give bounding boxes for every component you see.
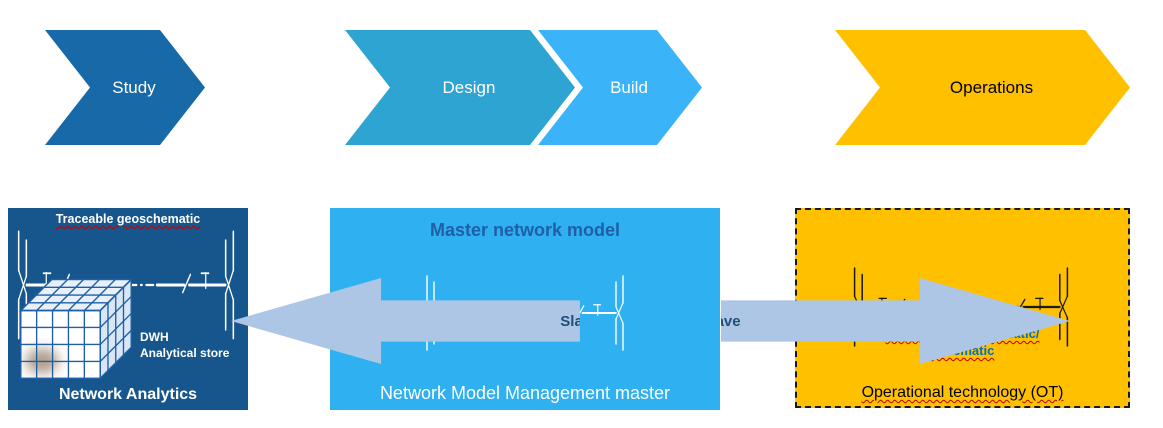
chevron-study: Study <box>45 30 205 145</box>
chevron-operations: Operations <box>835 30 1130 145</box>
chevron-design-label: Design <box>442 77 496 97</box>
master-network-model-title: Master network model <box>429 220 621 240</box>
chevron-build-label: Build <box>610 77 648 97</box>
slave-left-label: Slave <box>560 313 580 330</box>
dwh-label: DWH <box>140 330 169 344</box>
chevron-study-label: Study <box>112 77 156 97</box>
analytical-store-label: Analytical store <box>140 346 230 360</box>
chevron-design: Design <box>345 30 575 145</box>
dwh-cube-icon <box>19 277 133 381</box>
traceable-geoschematic-label: Traceable geoschematic <box>55 212 201 226</box>
network-analytics-title: Network Analytics <box>58 386 198 403</box>
operational-technology-title: Operational technology (OT) <box>861 384 1064 401</box>
network-analytics-box: Traceable geoschematic <box>8 208 248 410</box>
network-model-management-label: Network Model Management master <box>379 383 671 403</box>
chevron-operations-label: Operations <box>949 77 1034 97</box>
slave-right-label: Slave <box>701 312 741 330</box>
